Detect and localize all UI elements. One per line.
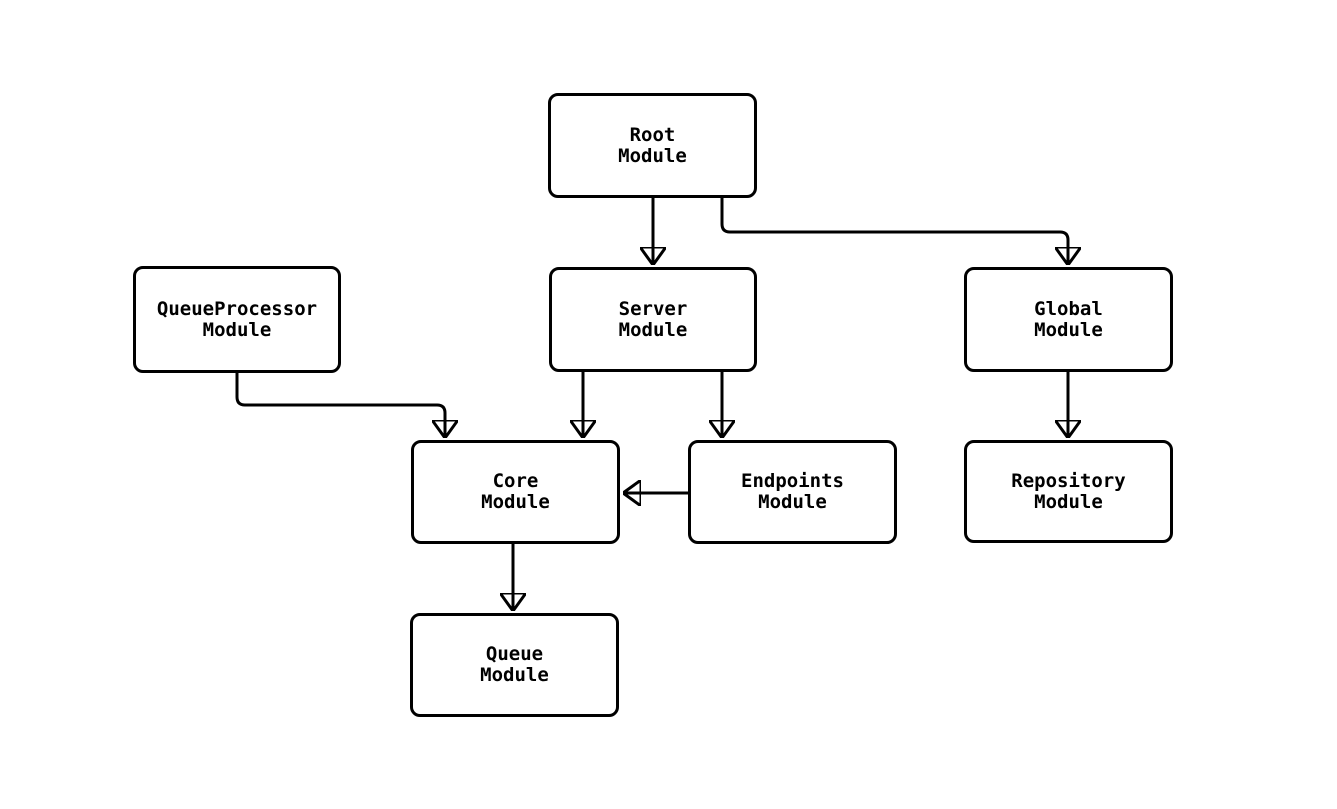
node-global-module-label-line2: Module <box>1034 318 1103 341</box>
edge-queueprocessor-to-core <box>235 373 445 437</box>
node-queue-module-label-line1: Queue <box>485 643 544 665</box>
node-core-module: Core Module <box>411 440 620 544</box>
node-server-module-label-line1: Server <box>618 297 688 320</box>
node-server-module-label-line2: Module <box>618 318 688 341</box>
node-repository-module-label-line1: Repository <box>1011 469 1126 492</box>
node-queue-module-label-line2: Module <box>480 664 549 686</box>
node-core-module-label-line2: Module <box>481 491 550 513</box>
node-root-module-label-line2: Module <box>618 144 687 167</box>
node-root-module: Root Module <box>548 93 757 198</box>
node-queue-module: Queue Module <box>410 613 619 717</box>
node-root-module-label-line1: Root <box>629 123 676 146</box>
node-endpoints-module-label-line2: Module <box>758 491 827 513</box>
node-repository-module-label-line2: Module <box>1034 490 1103 513</box>
node-queueprocessor-module-label-line1: QueueProcessor <box>156 297 318 320</box>
node-global-module: Global Module <box>964 267 1173 372</box>
node-core-module-label-line1: Core <box>492 470 539 492</box>
node-global-module-label-line1: Global <box>1034 297 1103 320</box>
node-repository-module: Repository Module <box>964 440 1173 543</box>
node-queueprocessor-module-label-line2: Module <box>202 318 272 341</box>
node-endpoints-module-label-line1: Endpoints <box>741 470 844 492</box>
node-server-module: Server Module <box>549 267 757 372</box>
node-queueprocessor-module: QueueProcessor Module <box>133 266 341 373</box>
node-endpoints-module: Endpoints Module <box>688 440 897 544</box>
edge-root-to-global <box>720 198 1068 264</box>
